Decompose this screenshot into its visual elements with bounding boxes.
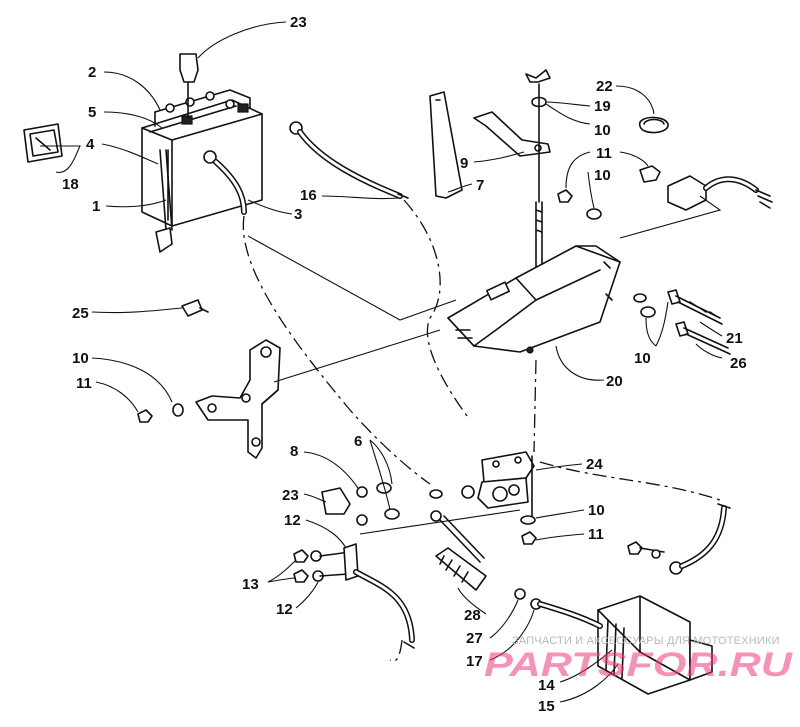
terminal-cap [179,53,199,119]
callout-10: 10 [594,167,611,184]
callout-labels: 23 2 5 4 18 1 16 3 7 9 22 19 10 11 10 25… [62,14,747,715]
callout-25: 25 [72,305,89,322]
callout-28: 28 [464,607,481,624]
callout-13: 13 [242,576,259,593]
callout-20: 20 [606,373,623,390]
callout-7: 7 [476,177,484,194]
callout-8: 8 [290,443,298,460]
callout-12: 12 [276,601,293,618]
callout-6: 6 [354,433,362,450]
lower-hardware [293,543,415,649]
callout-24: 24 [586,456,603,473]
callout-15: 15 [538,698,555,715]
callout-16: 16 [300,187,317,204]
callout-2: 2 [88,64,96,81]
terminal-hardware [321,482,443,526]
callout-17: 17 [466,653,483,670]
retaining-ring [639,116,669,134]
callout-10: 10 [634,350,651,367]
right-ground-cable [627,503,731,575]
ground-cable [439,515,485,563]
callout-23: 23 [290,14,307,31]
callout-27: 27 [466,630,483,647]
leader-lines [40,21,723,703]
connector-harness [667,175,773,211]
callout-1: 1 [92,198,100,215]
watermark-brand: PARTSFOR.RU [484,646,794,684]
bracket-arm [473,111,551,157]
callout-10: 10 [594,122,611,139]
phantom-lines [242,195,722,662]
mount-bracket [181,299,281,459]
washer-nut-left [137,403,184,423]
callout-11: 11 [588,526,604,543]
callout-10: 10 [588,502,605,519]
callout-14: 14 [538,677,555,694]
callout-11: 11 [76,375,92,392]
battery-cable-positive [289,121,409,199]
watermark: ЗАПЧАСТИ И АКСЕССУАРЫ ДЛЯ МОТОТЕХНИКИ PA… [484,635,794,684]
callout-11: 11 [596,145,612,162]
battery-strap [155,149,173,253]
callout-3: 3 [294,206,302,223]
battery-cable-negative [203,150,247,215]
callout-12: 12 [284,512,301,529]
callout-5: 5 [88,104,96,121]
callout-19: 19 [594,98,611,115]
washer-nut-set-upper [557,165,661,220]
callout-18: 18 [62,176,79,193]
battery-tray [447,245,621,354]
callout-23: 23 [282,487,299,504]
callout-4: 4 [86,136,95,153]
callout-10: 10 [72,350,89,367]
cable-boot [435,547,487,591]
watermark-caption: ЗАПЧАСТИ И АКСЕССУАРЫ ДЛЯ МОТОТЕХНИКИ [512,635,780,647]
starter-motor [514,588,713,695]
battery-label [23,123,63,163]
callout-21: 21 [726,330,743,347]
tray-bolts [633,289,731,355]
callout-22: 22 [596,78,613,95]
callout-26: 26 [730,355,747,372]
solenoid [461,451,537,545]
hold-down-strap [429,91,463,199]
callout-9: 9 [460,155,468,172]
